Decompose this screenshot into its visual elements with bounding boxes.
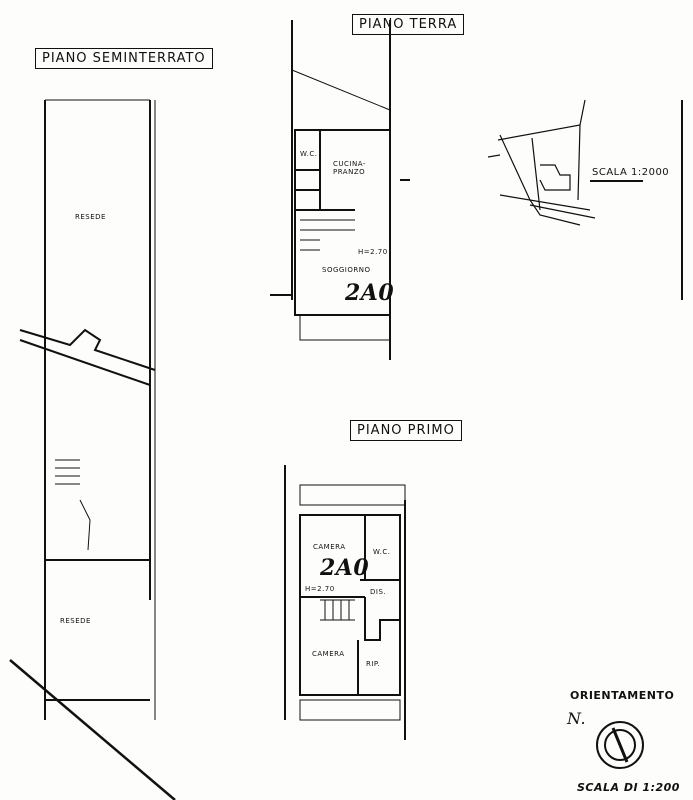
room-camera-top: CAMERA bbox=[313, 543, 346, 551]
terra-plan bbox=[270, 20, 410, 360]
room-cucina-pranzo: CUCINA-PRANZO bbox=[333, 160, 366, 177]
height-primo: H=2.70 bbox=[305, 585, 335, 593]
site-scale-label: SCALA 1:2000 bbox=[592, 167, 670, 178]
title-piano-terra: PIANO TERRA bbox=[352, 14, 465, 35]
drawing-scale-label: SCALA DI 1:200 bbox=[577, 781, 680, 794]
title-piano-seminterrato: PIANO SEMINTERRATO bbox=[35, 48, 213, 69]
seminterrato-plan bbox=[9, 99, 176, 800]
height-terra: H=2.70 bbox=[358, 248, 388, 256]
primo-plan bbox=[284, 465, 406, 740]
room-wc-terra: W.C. bbox=[300, 150, 318, 158]
orientation-label: ORIENTAMENTO bbox=[570, 689, 675, 702]
site-map bbox=[487, 99, 683, 300]
handwritten-terra: 2A0 bbox=[345, 280, 395, 306]
room-dis: DIS. bbox=[370, 588, 387, 596]
room-rip: RIP. bbox=[366, 660, 381, 668]
room-wc-primo: W.C. bbox=[373, 548, 391, 556]
room-soggiorno: SOGGIORNO bbox=[322, 266, 371, 274]
room-resede-top: RESEDE bbox=[75, 213, 106, 221]
room-camera-bottom: CAMERA bbox=[312, 650, 345, 658]
north-label: N. bbox=[567, 709, 587, 728]
handwritten-primo: 2A0 bbox=[320, 555, 370, 581]
north-compass bbox=[596, 721, 644, 769]
room-resede-bottom: RESEDE bbox=[60, 617, 91, 625]
title-piano-primo: PIANO PRIMO bbox=[350, 420, 462, 441]
